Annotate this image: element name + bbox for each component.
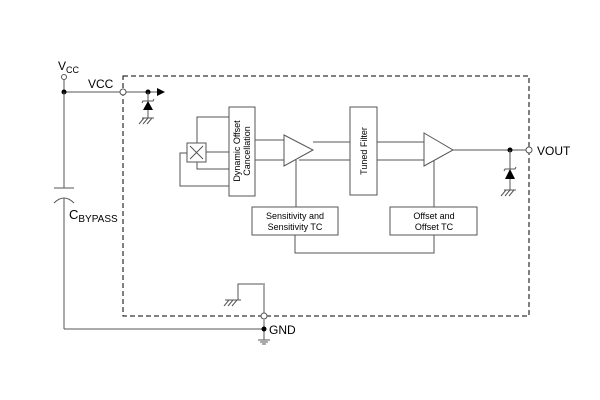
gnd-label: GND <box>269 323 296 337</box>
hall-element-icon <box>186 142 207 163</box>
ground-icon <box>500 189 516 197</box>
arrow-icon <box>157 88 165 96</box>
vcc-pin <box>119 88 127 96</box>
node-dot <box>261 326 267 332</box>
vcc-pin-label: VCC <box>88 77 114 91</box>
sensitivity-block <box>251 206 339 236</box>
cbypass-label: CBYPASS <box>69 207 118 225</box>
doc-label-1: Dynamic Offset <box>232 120 242 182</box>
amplifier-2 <box>423 132 455 167</box>
tuned-filter-block <box>349 106 378 196</box>
offset-label-1: Offset and <box>413 211 454 221</box>
vcc-supply-terminal <box>61 74 67 80</box>
vout-label: VOUT <box>537 144 571 158</box>
zener-diode-icon <box>141 92 155 118</box>
offset-block <box>389 206 478 236</box>
sensitivity-label-2: Sensitivity TC <box>268 222 323 232</box>
gnd-pin <box>260 312 268 320</box>
tuned-filter-label: Tuned Filter <box>359 127 369 175</box>
vcc-supply-label: VCC <box>58 59 80 75</box>
doc-label-2: Cancellation <box>242 126 252 176</box>
ground-icon <box>138 117 154 125</box>
ground-icon <box>223 299 241 307</box>
offset-label-2: Offset TC <box>415 222 454 232</box>
vout-pin <box>525 146 533 154</box>
zener-diode-icon <box>503 150 517 190</box>
earth-ground-icon <box>258 339 270 345</box>
amplifier-1 <box>283 134 315 167</box>
dynamic-offset-cancellation-block <box>228 106 256 197</box>
package-outline <box>122 75 530 317</box>
sensitivity-label-1: Sensitivity and <box>266 211 324 221</box>
